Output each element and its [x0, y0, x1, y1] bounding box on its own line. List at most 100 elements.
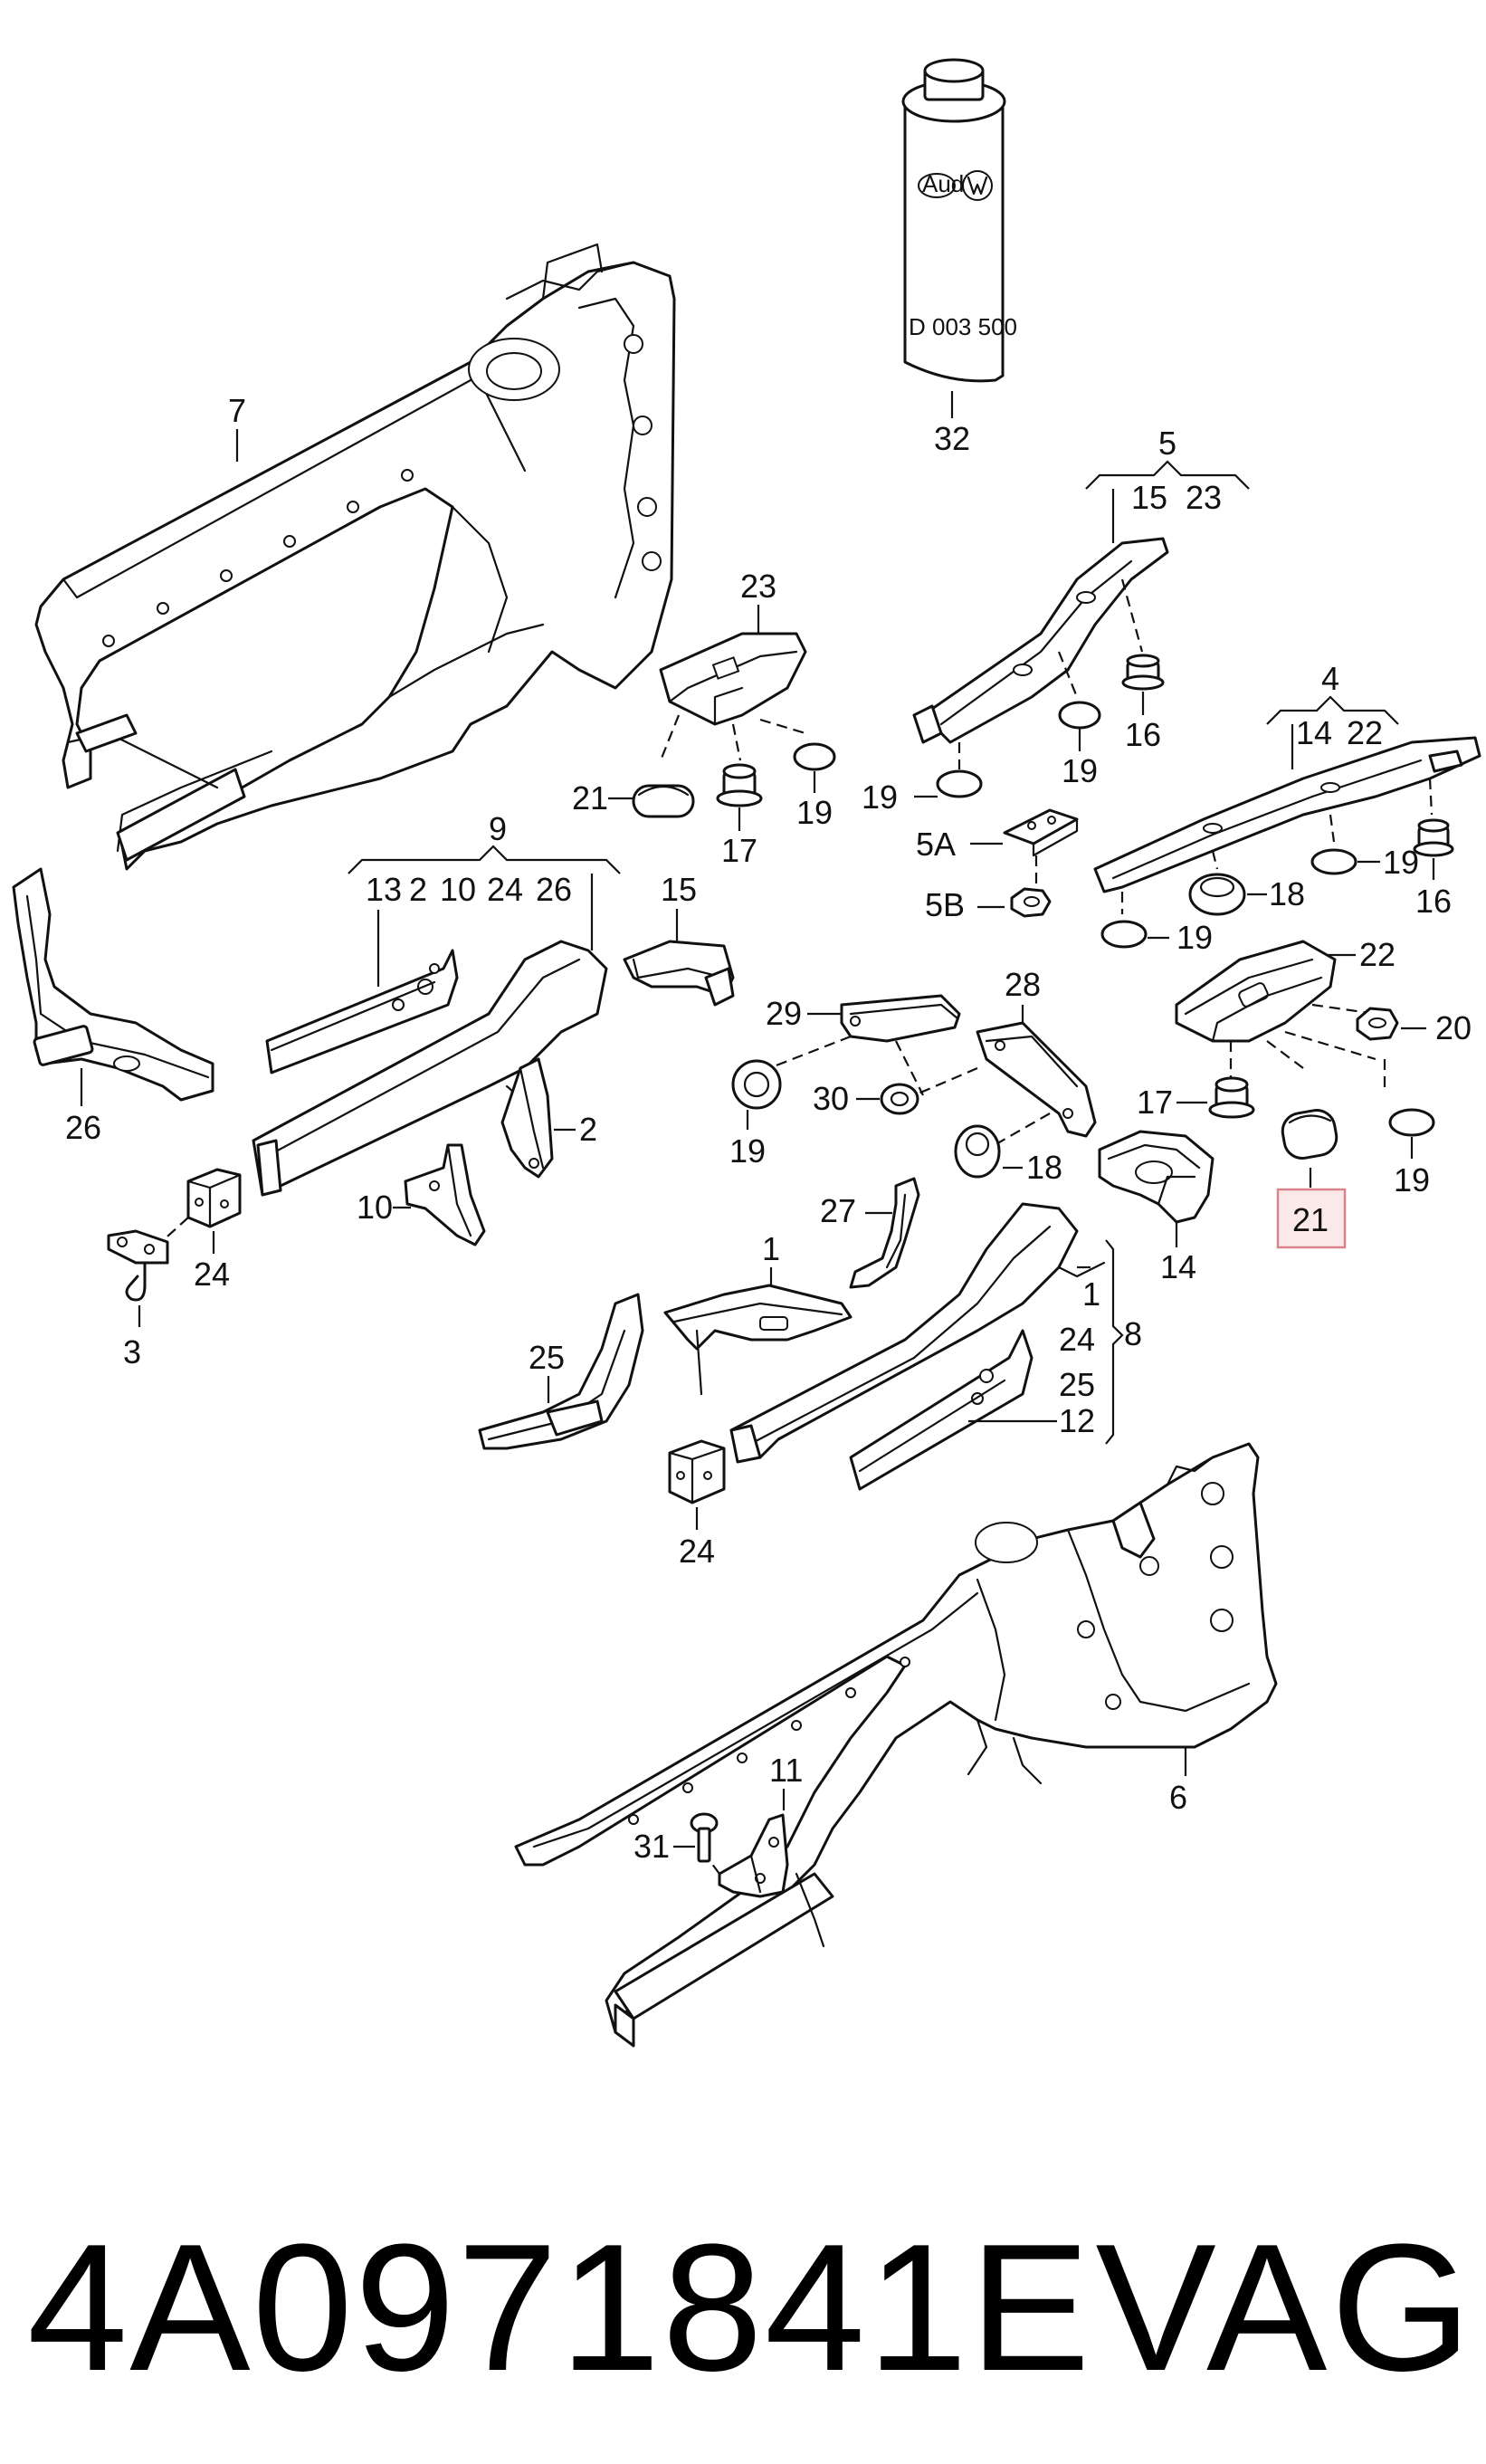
callout-16b: 16	[1415, 883, 1452, 920]
callout-29: 29	[766, 995, 802, 1032]
part-19-plug-f	[1388, 1108, 1435, 1137]
callout-24c: 24	[679, 1533, 715, 1570]
audi-logo-text: Audi	[922, 170, 969, 197]
callout-20: 20	[1435, 1009, 1472, 1046]
brace-5	[1085, 460, 1250, 490]
callout-16a: 16	[1125, 716, 1161, 753]
callout-30: 30	[813, 1080, 849, 1117]
callout-19b: 19	[862, 778, 898, 816]
callout-3: 3	[123, 1333, 141, 1370]
callout-24b: 24	[1059, 1321, 1095, 1358]
callout-8: 8	[1124, 1315, 1142, 1352]
part-23-bracket	[659, 632, 807, 726]
callout-1b: 1	[1082, 1275, 1100, 1313]
callout-6: 6	[1169, 1779, 1187, 1816]
part-15-bracket	[623, 940, 735, 1007]
callout-25b: 25	[1059, 1366, 1095, 1403]
part-19-plug-b	[936, 769, 983, 798]
audi-logo-icon	[918, 173, 956, 198]
part-18-plug-b	[954, 1124, 1001, 1179]
part-21-plug-a	[632, 784, 695, 818]
callout-27: 27	[820, 1192, 856, 1229]
callout-32: 32	[934, 420, 970, 457]
parts-diagram: 7 Audi D 003 500 32 5 15 23 16 19	[12, 58, 1481, 2048]
callout-4-14: 14	[1296, 714, 1332, 751]
callout-2: 2	[579, 1111, 597, 1148]
part-19-plug-e	[1100, 920, 1148, 949]
part-1-bracket	[663, 1284, 853, 1396]
callout-21a: 21	[572, 779, 608, 817]
brace-4	[1266, 695, 1399, 725]
part-25-bracket	[478, 1293, 644, 1450]
callout-19c: 19	[796, 794, 833, 831]
callout-5B: 5B	[925, 886, 965, 923]
part-20-nut	[1356, 1007, 1399, 1041]
callout-9: 9	[489, 810, 507, 847]
brace-8	[1105, 1239, 1124, 1445]
part-31-bolt	[690, 1812, 719, 1863]
part-11-bracket	[718, 1813, 789, 1898]
part-16-plug-b	[1413, 818, 1454, 857]
part-5A-plate	[1003, 808, 1079, 857]
callout-25a: 25	[529, 1339, 565, 1376]
callout-19a: 19	[1062, 752, 1098, 789]
callout-5-23: 23	[1186, 479, 1222, 516]
callout-19f: 19	[1394, 1161, 1430, 1199]
part-24-block-a	[186, 1168, 242, 1228]
part-8-rail	[729, 1202, 1106, 1464]
callout-17a: 17	[721, 832, 757, 869]
part-18-plug-a	[1188, 873, 1246, 916]
callout-18b: 18	[1026, 1149, 1062, 1186]
part-22-bracket	[1175, 940, 1337, 1043]
callout-15: 15	[661, 871, 697, 908]
brand-label: VAG	[1095, 2207, 1475, 2409]
part-14-bracket	[1098, 1130, 1215, 1224]
footer: 4A0971841E VAG	[27, 2191, 1475, 2426]
part-19-plug-d	[1310, 848, 1357, 875]
part-27-bracket	[849, 1177, 920, 1289]
callout-21-highlighted: 21	[1292, 1201, 1329, 1238]
callout-14: 14	[1160, 1248, 1196, 1285]
callout-31: 31	[633, 1828, 670, 1865]
callout-9-13: 13	[366, 871, 402, 908]
part-6-lower-structure	[514, 1442, 1278, 2048]
callout-9-26: 26	[536, 871, 572, 908]
part-10-bracket	[404, 1143, 486, 1246]
callout-24a: 24	[194, 1256, 230, 1293]
callout-18a: 18	[1269, 875, 1305, 912]
part-number: 4A0971841E	[27, 2207, 1092, 2409]
part-19-plug-g	[731, 1059, 782, 1110]
part-19-plug-a	[1058, 701, 1101, 730]
callout-10: 10	[357, 1189, 393, 1226]
part-3-bracket	[107, 1229, 169, 1302]
callout-5A: 5A	[916, 826, 956, 863]
callout-23: 23	[740, 568, 776, 605]
callout-7: 7	[228, 392, 246, 429]
callout-28: 28	[1005, 966, 1041, 1003]
callout-11: 11	[769, 1752, 803, 1789]
callout-4: 4	[1321, 660, 1339, 697]
brace-9	[348, 845, 621, 874]
part-30-grommet	[880, 1083, 919, 1115]
part-9-rail	[252, 940, 608, 1197]
callout-1a: 1	[762, 1230, 780, 1267]
callout-5-15: 15	[1131, 479, 1167, 516]
part-17-plug-a	[716, 763, 763, 807]
callout-26: 26	[65, 1109, 101, 1146]
part-24-block-c	[668, 1439, 726, 1504]
part-32-spray-can: Audi D 003 500	[901, 58, 1017, 383]
callout-19e: 19	[1176, 919, 1213, 956]
part-16-plug-a	[1121, 654, 1165, 691]
callout-19g: 19	[729, 1132, 766, 1170]
part-28-bracket	[976, 1021, 1097, 1138]
callout-19d: 19	[1383, 844, 1419, 881]
part-5-rail	[912, 537, 1169, 744]
part-13-plate	[265, 949, 459, 1074]
callout-9-10: 10	[440, 871, 476, 908]
part-12-plate	[849, 1329, 1034, 1491]
can-label: D 003 500	[909, 313, 1017, 340]
callout-17b: 17	[1137, 1084, 1173, 1121]
callout-5: 5	[1158, 425, 1176, 462]
part-2-bracket	[500, 1057, 554, 1179]
callout-9-24: 24	[487, 871, 523, 908]
